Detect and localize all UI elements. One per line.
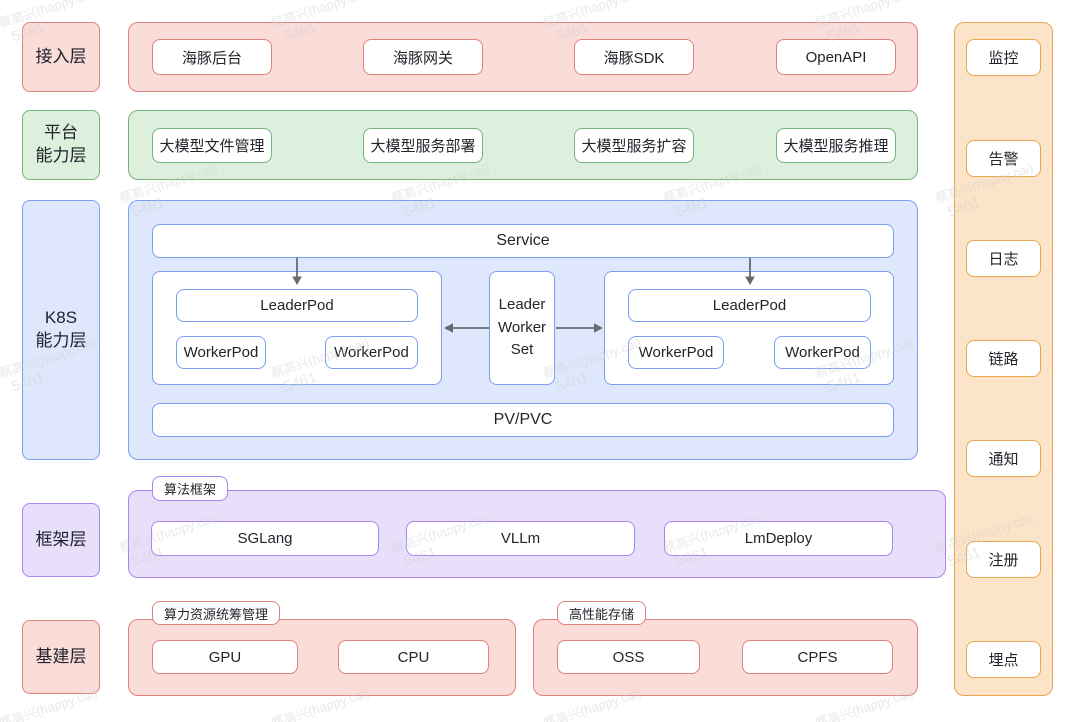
sidebar-item-3-label: 链路 (988, 351, 1019, 368)
infra-group-1-tab: 高性能存储 (557, 601, 647, 625)
layer-tag-k8s-label-1: K8S (44, 308, 78, 328)
framework-item-0-label: SGLang (237, 530, 293, 547)
layer-tag-access: 接入层 (22, 22, 100, 92)
arrow-lws-to-right-group (556, 323, 603, 333)
framework-item-2-label: LmDeploy (744, 530, 813, 547)
layer-tag-k8s: K8S 能力层 (22, 200, 100, 460)
lws-line-1: Leader (498, 296, 546, 314)
layer-tag-framework: 框架层 (22, 503, 100, 577)
k8s-left-worker-pod-1[interactable]: WorkerPod (325, 336, 418, 369)
k8s-pvpvc-box[interactable]: PV/PVC (152, 403, 894, 437)
k8s-left-worker-pod-0-label: WorkerPod (183, 344, 259, 361)
layer-tag-infrastructure-label: 基建层 (35, 646, 87, 666)
access-item-0[interactable]: 海豚后台 (152, 39, 272, 75)
platform-item-3-label: 大模型服务推理 (783, 138, 889, 155)
sidebar-item-5-label: 注册 (988, 552, 1019, 569)
k8s-pvpvc-label: PV/PVC (493, 411, 553, 428)
infra-group-0-tab-label: 算力资源统筹管理 (164, 606, 269, 622)
k8s-service-label: Service (496, 232, 550, 249)
framework-group-tab: 算法框架 (152, 476, 229, 501)
lws-line-2: Worker (497, 318, 547, 336)
sidebar-item-1[interactable]: 告警 (966, 140, 1041, 177)
k8s-right-leader-pod[interactable]: LeaderPod (628, 289, 871, 322)
access-item-3[interactable]: OpenAPI (776, 39, 896, 75)
k8s-right-worker-pod-0[interactable]: WorkerPod (628, 336, 724, 369)
sidebar-item-6-label: 埋点 (988, 652, 1019, 669)
k8s-service-box[interactable]: Service (152, 224, 894, 258)
infra-group-0-tab: 算力资源统筹管理 (152, 601, 281, 625)
platform-item-0[interactable]: 大模型文件管理 (152, 128, 272, 163)
framework-item-2[interactable]: LmDeploy (664, 521, 893, 556)
sidebar-item-0-label: 监控 (988, 50, 1019, 67)
lws-line-3: Set (510, 341, 534, 359)
framework-item-1-label: VLLm (500, 530, 541, 547)
layer-tag-k8s-label-2: 能力层 (35, 331, 87, 350)
infra-group-1-item-0[interactable]: OSS (557, 640, 700, 674)
infra-group-1-tab-label: 高性能存储 (569, 606, 635, 622)
arrow-service-to-left-group (292, 258, 302, 285)
infra-group-1-item-1-label: CPFS (797, 648, 838, 666)
layer-tag-access-label: 接入层 (35, 46, 87, 66)
layer-tag-platform-label-1: 平台 (44, 123, 78, 143)
framework-group-tab-label: 算法框架 (164, 482, 217, 497)
infra-group-1-item-0-label: OSS (612, 648, 645, 666)
platform-item-1[interactable]: 大模型服务部署 (363, 128, 483, 163)
k8s-right-leader-pod-label: LeaderPod (712, 297, 787, 314)
sidebar-item-6[interactable]: 埋点 (966, 641, 1041, 678)
access-item-3-label: OpenAPI (805, 48, 867, 66)
access-item-2-label: 海豚SDK (603, 49, 665, 67)
framework-item-0[interactable]: SGLang (151, 521, 379, 556)
k8s-left-leader-pod-label: LeaderPod (260, 297, 334, 314)
platform-item-3[interactable]: 大模型服务推理 (776, 128, 896, 163)
sidebar-item-4[interactable]: 通知 (966, 440, 1041, 477)
infra-group-0-item-0-label: GPU (208, 648, 242, 666)
infra-group-0-item-0[interactable]: GPU (152, 640, 298, 674)
infra-group-1-item-1[interactable]: CPFS (742, 640, 893, 674)
k8s-left-worker-pod-1-label: WorkerPod (334, 344, 409, 361)
layer-tag-infrastructure: 基建层 (22, 620, 100, 694)
k8s-left-leader-pod[interactable]: LeaderPod (176, 289, 418, 322)
access-item-0-label: 海豚后台 (181, 49, 242, 67)
k8s-right-worker-pod-0-label: WorkerPod (638, 344, 714, 361)
sidebar-item-5[interactable]: 注册 (966, 541, 1041, 578)
platform-item-2[interactable]: 大模型服务扩容 (574, 128, 694, 163)
framework-item-1[interactable]: VLLm (406, 521, 635, 556)
arrow-lws-to-left-group (444, 323, 489, 333)
k8s-leader-worker-set[interactable]: Leader Worker Set (489, 271, 555, 385)
k8s-left-worker-pod-0[interactable]: WorkerPod (176, 336, 266, 369)
platform-item-1-label: 大模型服务部署 (370, 138, 476, 155)
platform-item-2-label: 大模型服务扩容 (581, 138, 687, 155)
platform-item-0-label: 大模型文件管理 (159, 138, 265, 155)
infra-group-0-item-1[interactable]: CPU (338, 640, 489, 674)
sidebar-item-4-label: 通知 (988, 451, 1019, 468)
access-item-2[interactable]: 海豚SDK (574, 39, 694, 75)
layer-tag-framework-label: 框架层 (35, 529, 87, 549)
sidebar-item-1-label: 告警 (988, 151, 1019, 168)
infra-group-0-item-1-label: CPU (397, 648, 430, 666)
k8s-right-worker-pod-1[interactable]: WorkerPod (774, 336, 871, 369)
sidebar-item-2[interactable]: 日志 (966, 240, 1041, 277)
sidebar-item-0[interactable]: 监控 (966, 39, 1041, 76)
layer-tag-platform-label-2: 能力层 (35, 146, 87, 165)
sidebar-item-3[interactable]: 链路 (966, 340, 1041, 377)
layer-tag-platform: 平台 能力层 (22, 110, 100, 180)
access-item-1[interactable]: 海豚网关 (363, 39, 483, 75)
sidebar-item-2-label: 日志 (988, 251, 1019, 268)
access-item-1-label: 海豚网关 (392, 49, 453, 67)
k8s-right-worker-pod-1-label: WorkerPod (785, 344, 860, 361)
arrow-service-to-right-group (745, 258, 755, 285)
